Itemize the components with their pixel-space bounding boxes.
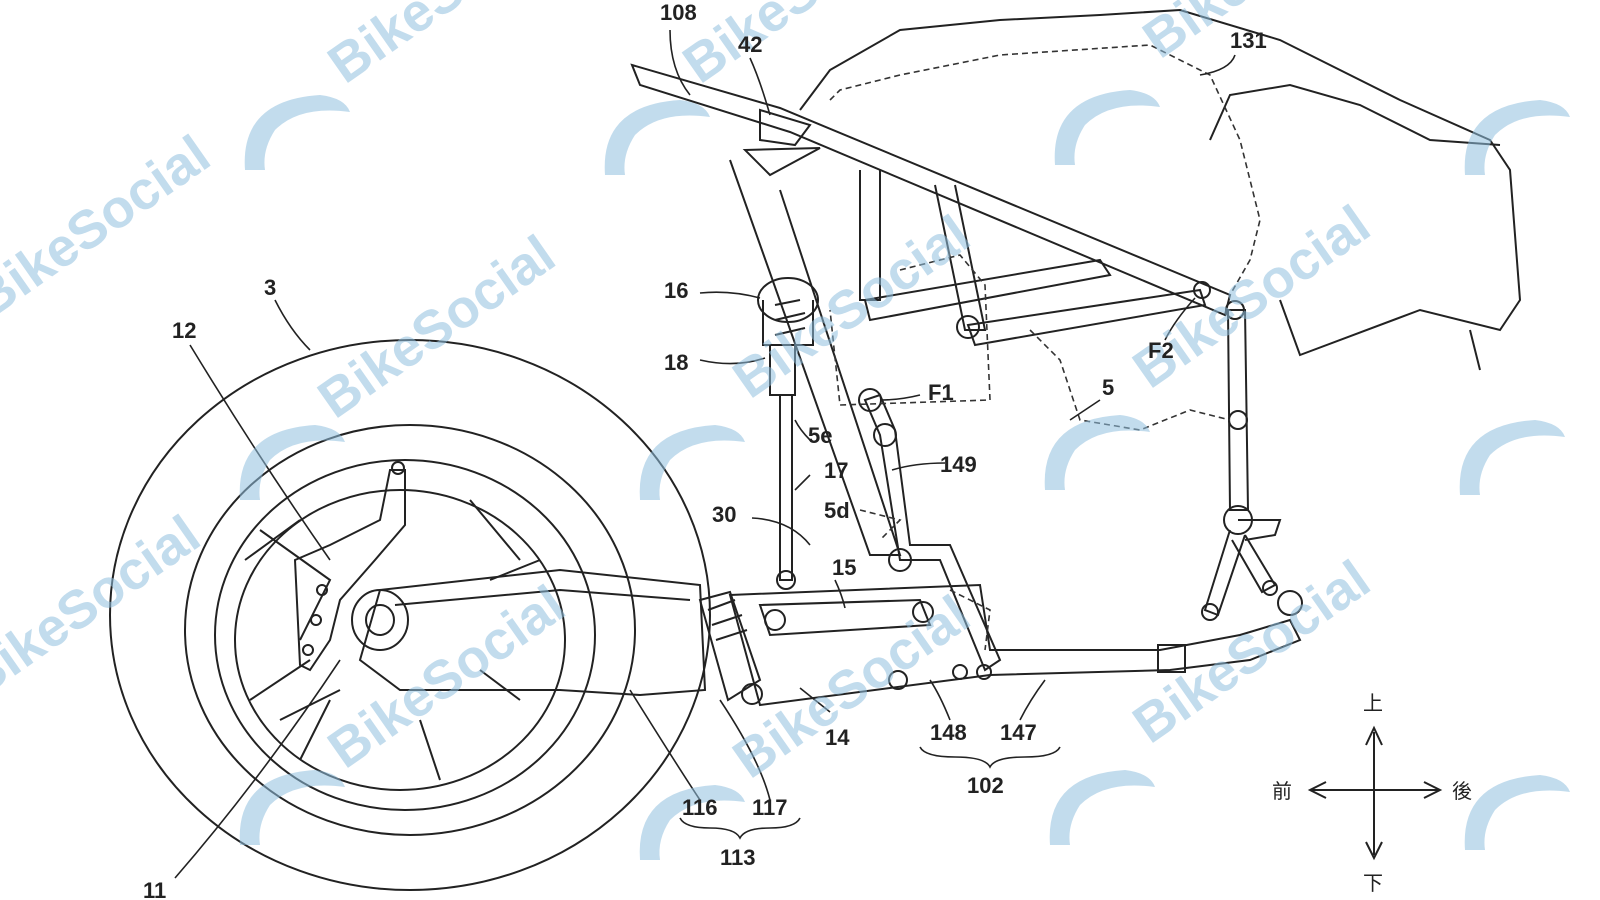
label-113: 113 [720,845,756,870]
watermark-logo-icon [1464,100,1570,175]
rear-wheel [109,339,711,891]
label-F2: F2 [1148,338,1174,363]
label-149: 149 [940,452,977,477]
label-15: 15 [832,555,856,580]
body-cover [799,8,1522,651]
label-5: 5 [1102,375,1114,400]
direction-up: 上 [1363,691,1383,715]
label-42: 42 [738,32,762,57]
watermark-logos [239,90,1570,860]
caliper-bracket [293,461,406,672]
watermarks: BikeSocial BikeSocial BikeSocial BikeSoc… [0,0,1391,790]
watermark-logo-icon [639,785,745,860]
watermark-text: BikeSocial [317,0,575,95]
watermark-logo-icon [244,95,350,170]
direction-down: 下 [1363,871,1383,895]
label-16: 16 [664,278,688,303]
direction-front: 前 [1272,779,1292,803]
label-102: 102 [967,773,1004,798]
label-147: 147 [1000,720,1037,745]
label-14: 14 [825,725,850,750]
label-17: 17 [824,458,848,483]
watermark-text: BikeSocial [1122,549,1380,755]
watermark-text: BikeSocial [0,124,221,330]
label-30: 30 [712,502,736,527]
label-12: 12 [172,318,196,343]
lower-linkage [728,580,1303,707]
watermark-text: BikeSocial [307,224,565,430]
watermark-logo-icon [239,770,345,845]
direction-rear: 後 [1452,779,1472,803]
reference-labels: 108 42 131 3 12 16 18 F1 F2 5 5e 17 149 … [143,0,1267,900]
watermark-logo-icon [639,425,745,500]
watermark-text: BikeSocial [672,0,930,95]
watermark-text: BikeSocial [1122,194,1380,400]
watermark-logo-icon [1459,420,1565,495]
label-116: 116 [682,795,718,820]
watermark-logo-icon [604,100,710,175]
label-148: 148 [930,720,967,745]
label-5d: 5d [824,498,850,523]
label-11: 11 [143,878,166,900]
watermark-text: BikeSocial [0,504,211,710]
direction-labels: 上 下 前 後 [1272,691,1472,895]
label-131: 131 [1230,28,1267,53]
watermark-logo-icon [239,425,345,500]
watermark-text: BikeSocial [722,584,980,790]
swing-arm-case [351,568,762,702]
direction-arrows [1307,725,1443,861]
watermark-logo-icon [1044,415,1150,490]
label-3: 3 [264,275,276,300]
rear-shock [757,277,819,590]
label-F1: F1 [928,380,954,405]
label-5e: 5e [808,423,832,448]
watermark-logo-icon [1054,90,1160,165]
watermark-logo-icon [1049,770,1155,845]
label-18: 18 [664,350,688,375]
label-117: 117 [752,795,788,820]
label-108: 108 [660,0,697,25]
watermark-logo-icon [1464,775,1570,850]
